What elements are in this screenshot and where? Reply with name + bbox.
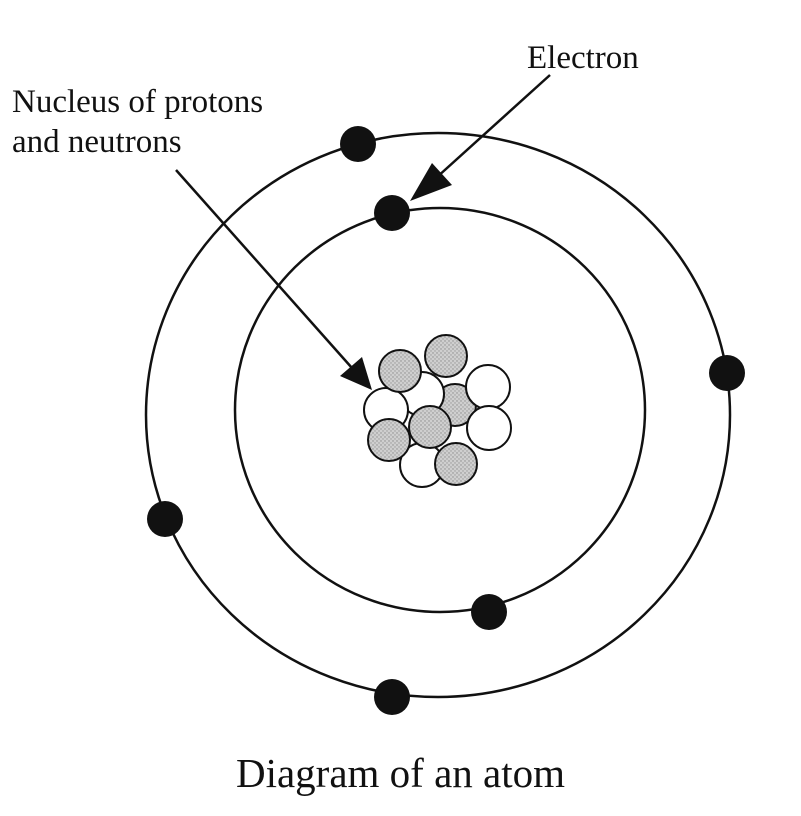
outer-orbit [144,131,732,699]
electron [374,679,410,715]
electron [340,126,376,162]
proton [378,349,422,393]
nucleus-label-line1: Nucleus of protons [12,84,264,120]
proton [367,418,411,462]
nucleus-label-line2: and neutrons [12,124,182,160]
proton [424,334,468,378]
neutron [466,405,512,451]
proton [434,442,478,486]
electron-pointer-arrow [410,74,551,201]
nucleus [363,334,512,488]
electron-label: Electron [527,40,639,76]
electron [147,501,183,537]
nucleus-pointer-arrow [175,169,372,390]
neutron [465,364,511,410]
nucleus-label: Nucleus of protons and neutrons [12,82,263,162]
inner-orbit [233,206,647,614]
electrons [147,126,745,715]
electron [709,355,745,391]
electron [374,195,410,231]
proton [408,405,452,449]
diagram-caption: Diagram of an atom [235,750,566,796]
electron [471,594,507,630]
